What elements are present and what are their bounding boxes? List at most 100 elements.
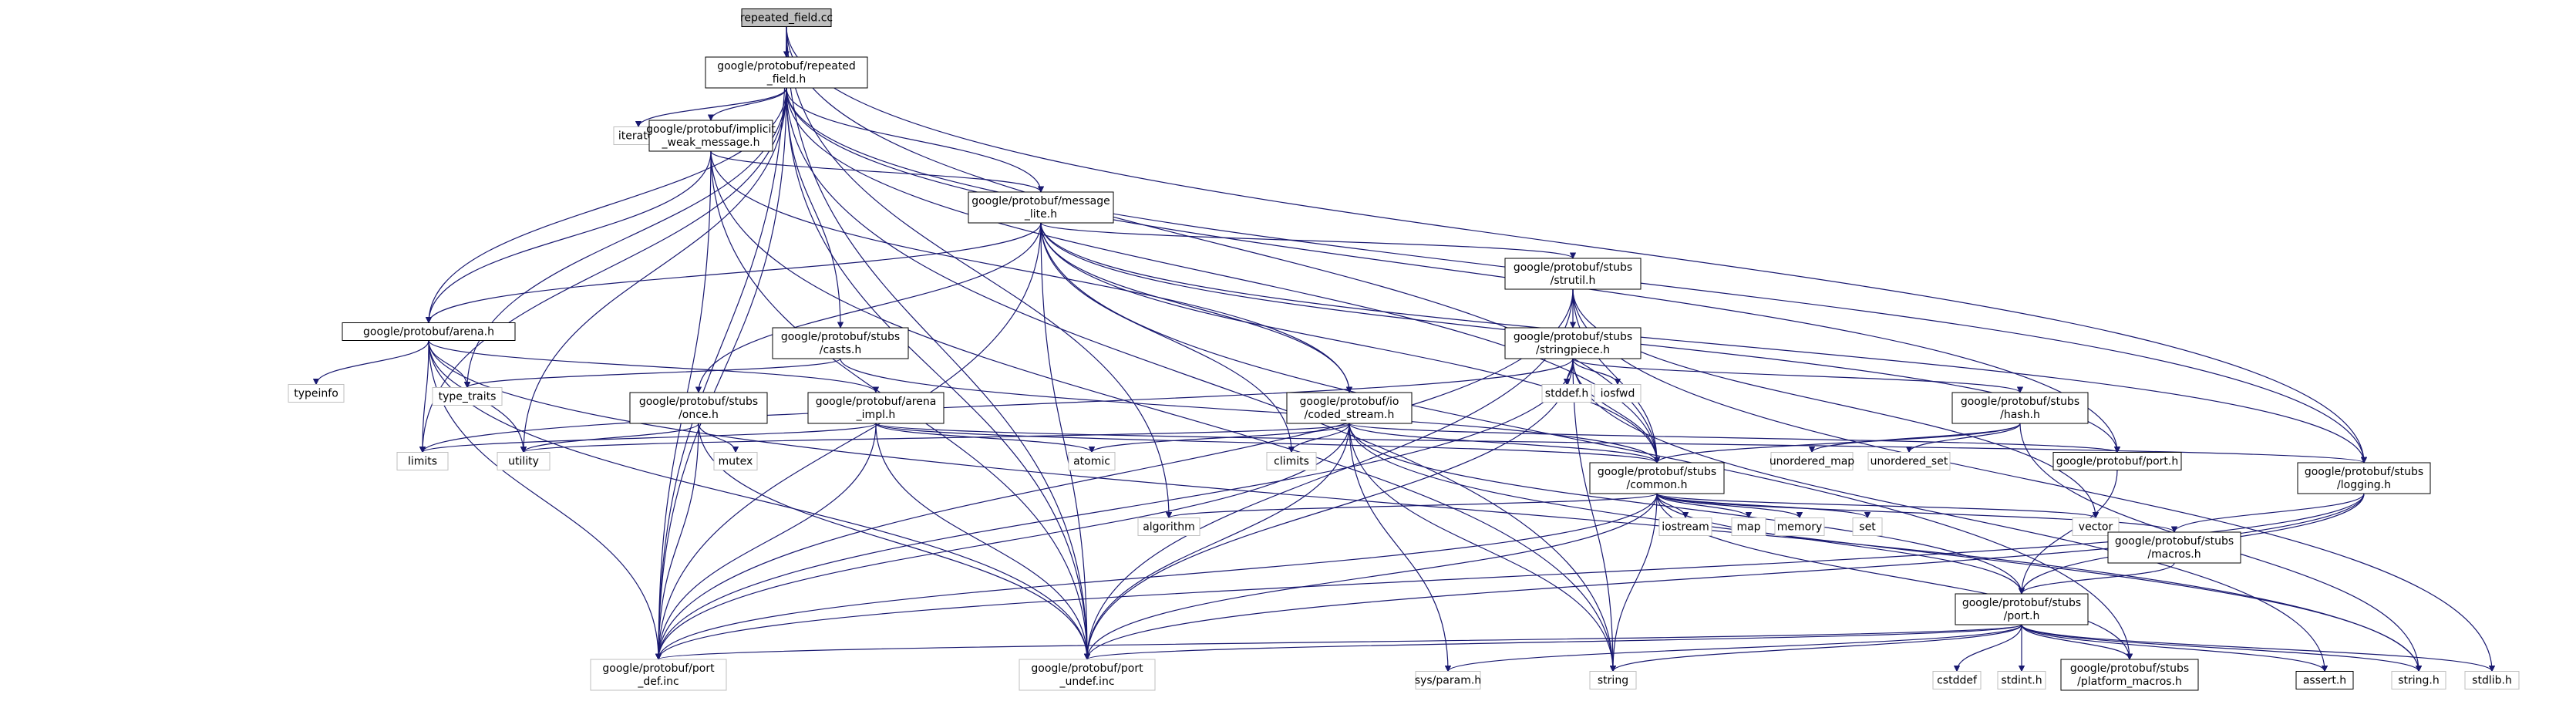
edge-implicit_weak-to-string — [710, 150, 1617, 672]
node-box — [2072, 517, 2120, 536]
node-arena-impl[interactable]: google/protobuf/arena_impl.h — [807, 392, 945, 424]
node-implicit-weak[interactable]: google/protobuf/implicit_weak_message.h — [646, 120, 776, 152]
node-label: google/protobuf/repeated — [717, 60, 856, 72]
node-label: unordered_map — [1770, 456, 1854, 468]
node-box — [2295, 671, 2354, 689]
node-string-h: string.h — [2391, 671, 2446, 689]
node-root[interactable]: repeated_field.cc — [740, 8, 833, 27]
edge-arena_impl-to-atomic — [875, 423, 1096, 453]
node-label: climits — [1274, 456, 1309, 468]
edge-message_lite-to-climits — [1040, 222, 1295, 453]
node-label: mutex — [719, 456, 753, 468]
node-coded-stream[interactable]: google/protobuf/io/coded_stream.h — [1286, 392, 1413, 424]
edge-repeated_field_h-to-iterator — [635, 87, 787, 128]
edge-arena_impl-to-logging — [875, 423, 2367, 463]
node-label: /once.h — [679, 409, 719, 421]
node-label: google/protobuf/port — [602, 662, 715, 675]
edge-message_lite-to-strutil — [1040, 222, 1576, 259]
edge-common-to-set — [1656, 493, 1871, 519]
node-box — [1589, 462, 1725, 494]
node-box — [1770, 452, 1854, 470]
node-label: google/protobuf/stubs — [1514, 261, 1632, 274]
node-platform-macros[interactable]: google/protobuf/stubs/platform_macros.h — [2060, 659, 2199, 691]
node-mutex: mutex — [713, 452, 758, 470]
node-box — [1589, 671, 1637, 689]
node-box — [1997, 671, 2046, 689]
edge-arena_h-to-arena_impl — [428, 340, 880, 393]
node-label: /strutil.h — [1551, 275, 1596, 287]
edge-arena_impl-to-port_undef — [875, 423, 1091, 660]
edge-logging-to-port_undef — [1083, 493, 2365, 660]
node-label: type_traits — [439, 391, 497, 403]
edge-stubs_port-to-cstddef — [1953, 624, 2022, 672]
node-label: repeated_field.cc — [740, 12, 833, 25]
edge-once-to-mutex — [698, 423, 739, 453]
edge-common-to-map — [1656, 493, 1753, 519]
node-label: /hash.h — [2000, 409, 2040, 421]
edge-once-to-port_def — [655, 423, 699, 660]
node-common[interactable]: google/protobuf/stubs/common.h — [1589, 462, 1725, 494]
node-box — [396, 452, 449, 470]
node-label: limits — [408, 456, 437, 468]
node-box — [807, 392, 945, 424]
edge-repeated_field_h-to-string — [786, 87, 1617, 672]
node-label: google/protobuf/stubs — [2305, 466, 2423, 478]
node-box — [432, 387, 503, 406]
node-label: utility — [508, 456, 539, 468]
edge-root-to-port_undef — [786, 26, 1091, 660]
node-label: _impl.h — [856, 409, 896, 421]
edge-stubs_port-to-port_def — [655, 624, 2022, 660]
node-box — [1867, 452, 1951, 470]
node-box — [1852, 517, 1883, 536]
edge-root-to-common — [786, 26, 1661, 463]
node-stubs-port[interactable]: google/protobuf/stubs/port.h — [1955, 593, 2089, 625]
node-once[interactable]: google/protobuf/stubs/once.h — [629, 392, 768, 424]
node-box — [1955, 593, 2089, 625]
node-arena-h[interactable]: google/protobuf/arena.h — [342, 322, 516, 341]
node-label: iostream — [1662, 521, 1709, 534]
edge-implicit_weak-to-arena_h — [425, 150, 712, 324]
edge-message_lite-to-platform_macros — [1040, 222, 2133, 660]
node-strutil[interactable]: google/protobuf/stubs/strutil.h — [1504, 258, 1642, 290]
node-label: google/protobuf/stubs — [2070, 662, 2189, 675]
node-box — [1286, 392, 1413, 424]
node-assert[interactable]: assert.h — [2295, 671, 2354, 689]
edge-arena_impl-to-limits — [419, 423, 877, 453]
node-box — [1774, 517, 1825, 536]
edge-stringpiece-to-port_def — [655, 358, 1574, 660]
node-casts[interactable]: google/protobuf/stubs/casts.h — [772, 327, 909, 359]
edge-repeated_field_h-to-utility — [520, 87, 787, 453]
node-label: google/protobuf/arena — [816, 396, 937, 408]
node-port-def: google/protobuf/port_def.inc — [590, 659, 727, 691]
node-box — [2297, 462, 2431, 494]
edge-message_lite-to-port_undef — [1040, 222, 1091, 660]
node-label: /common.h — [1626, 479, 1687, 491]
edge-coded_stream-to-string — [1349, 423, 1617, 672]
node-message-lite[interactable]: google/protobuf/message_lite.h — [968, 191, 1114, 224]
edge-message_lite-to-arena_h — [425, 222, 1042, 324]
edge-message_lite-to-common — [1040, 222, 1661, 463]
node-box — [2107, 531, 2241, 564]
edge-strutil-to-common — [1572, 288, 1661, 463]
node-stringpiece[interactable]: google/protobuf/stubs/stringpiece.h — [1504, 327, 1642, 359]
node-climits: climits — [1266, 452, 1317, 470]
node-logging[interactable]: google/protobuf/stubs/logging.h — [2297, 462, 2431, 494]
node-label: map — [1736, 521, 1760, 534]
node-box — [1019, 659, 1156, 691]
node-vector: vector — [2072, 517, 2120, 536]
node-port-h[interactable]: google/protobuf/port.h — [2052, 452, 2182, 470]
node-label: cstddef — [1937, 675, 1978, 687]
node-repeated-field-h[interactable]: google/protobuf/repeated_field.h — [705, 56, 868, 89]
node-label: stdlib.h — [2472, 675, 2512, 687]
node-box — [590, 659, 727, 691]
node-label: assert.h — [2303, 675, 2346, 687]
edge-strutil-to-stdlib — [1572, 288, 2496, 672]
edge-coded_stream-to-port_h — [1349, 423, 2120, 453]
node-box — [2464, 671, 2520, 689]
node-stdlib: stdlib.h — [2464, 671, 2520, 689]
node-macros[interactable]: google/protobuf/stubs/macros.h — [2107, 531, 2241, 564]
node-label: google/protobuf/arena.h — [363, 326, 494, 339]
node-hash[interactable]: google/protobuf/stubs/hash.h — [1951, 392, 2089, 424]
edge-root-to-port_def — [655, 26, 787, 660]
